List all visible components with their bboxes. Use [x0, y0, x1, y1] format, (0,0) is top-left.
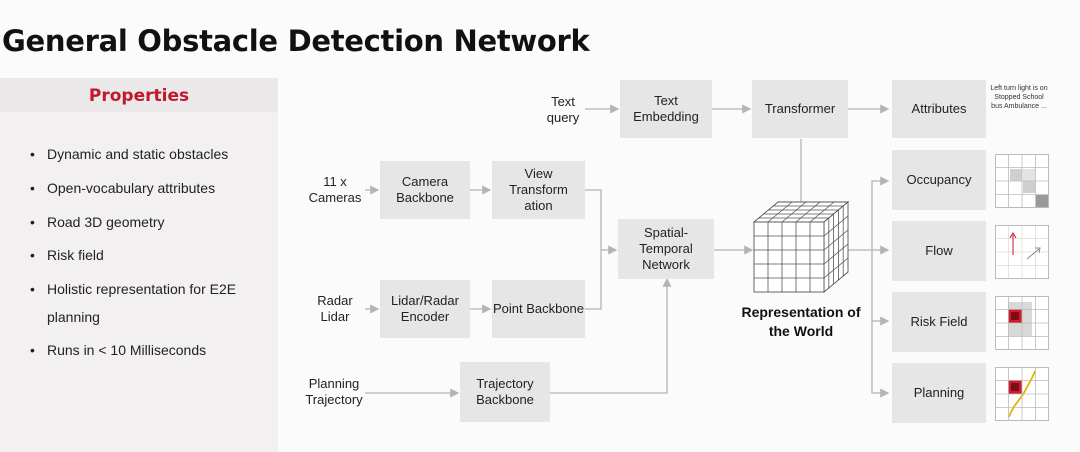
bullet-icon: • — [30, 342, 35, 358]
representation-label: Representation of the World — [741, 304, 861, 339]
planning-box: Planning — [892, 363, 986, 423]
trajectory-backbone-box: Trajectory Backbone — [460, 362, 550, 422]
planning-trajectory-label: Planning Trajectory — [305, 376, 363, 407]
risk-field-box: Risk Field — [892, 292, 986, 352]
transformer-box: Transformer — [752, 80, 848, 138]
world-representation-cube-icon — [752, 201, 850, 293]
connector-line — [550, 277, 672, 394]
risk-field-grid-icon — [995, 296, 1049, 350]
bullet-icon: • — [30, 146, 35, 162]
connector-line — [585, 189, 602, 310]
text-embedding-box: Text Embedding — [620, 80, 712, 138]
camera-backbone-box: Camera Backbone — [380, 161, 470, 219]
flow-grid-icon — [995, 225, 1049, 279]
spatial-temporal-network-box: Spatial- Temporal Network — [618, 219, 714, 279]
connector-line — [871, 250, 890, 398]
properties-panel: Properties — [0, 78, 278, 452]
planning-grid-icon — [995, 367, 1049, 421]
radar-lidar-label: Radar Lidar — [317, 293, 353, 324]
view-transformation-box: View Transform ation — [492, 161, 585, 219]
text-query-label: Text query — [546, 94, 580, 125]
properties-header: Properties — [0, 78, 278, 112]
bullet-icon: • — [30, 214, 35, 230]
occupancy-grid-icon — [995, 154, 1049, 208]
connector-line — [848, 176, 890, 251]
bullet-icon: • — [30, 180, 35, 196]
occupancy-box: Occupancy — [892, 150, 986, 210]
page-title: General Obstacle Detection Network — [2, 24, 590, 58]
attributes-note: Left turn light is on Stopped School bus… — [990, 85, 1048, 110]
flow-box: Flow — [892, 221, 986, 281]
bullet-icon: • — [30, 281, 35, 297]
cameras-label: 11 x Cameras — [308, 174, 362, 205]
attributes-box: Attributes — [892, 80, 986, 138]
bullet-icon: • — [30, 247, 35, 263]
point-backbone-box: Point Backbone — [492, 280, 585, 338]
lidar-radar-encoder-box: Lidar/Radar Encoder — [380, 280, 470, 338]
